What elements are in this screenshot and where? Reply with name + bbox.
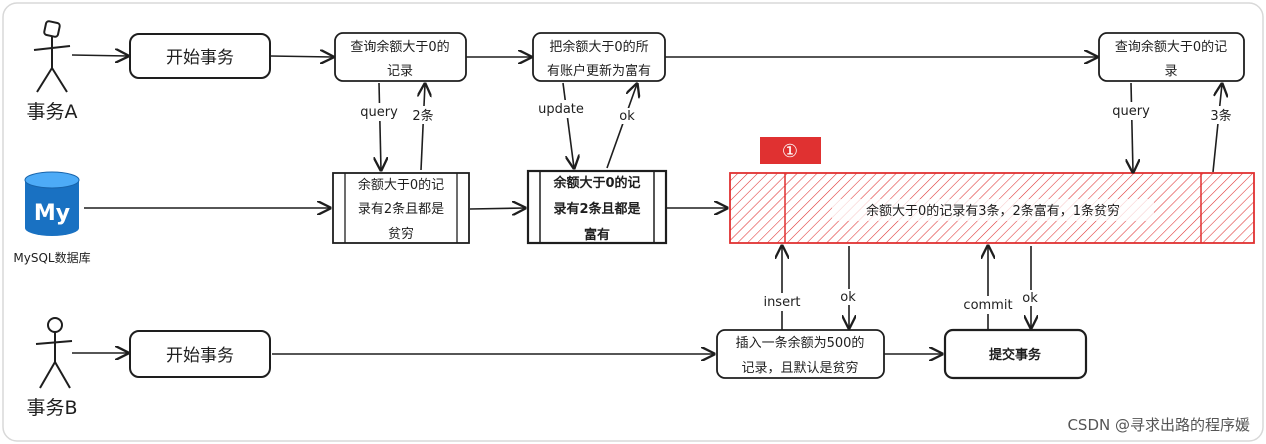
svg-text:记录: 记录 (387, 64, 413, 79)
svg-text:查询余额大于0的: 查询余额大于0的 (350, 39, 449, 55)
actor-a-label: 事务A (27, 101, 78, 123)
svg-text:录: 录 (1164, 64, 1177, 79)
svg-text:余额大于0的记录有3条，2条富有，1条贫穷: 余额大于0的记录有3条，2条富有，1条贫穷 (866, 203, 1120, 219)
edge-label-insert: insert (763, 295, 800, 310)
box-b-insert: 插入一条余额为500的 记录，且默认是贫穷 (716, 329, 885, 379)
db-state-1: 余额大于0的记 录有2条且都是 贫穷 (332, 172, 470, 244)
svg-text:开始事务: 开始事务 (166, 346, 234, 366)
svg-text:余额大于0的记: 余额大于0的记 (552, 175, 640, 191)
db-state-3-highlight: 余额大于0的记录有3条，2条富有，1条贫穷 (729, 172, 1255, 244)
box-b-begin: 开始事务 (129, 330, 271, 378)
database-caption: MySQL数据库 (13, 250, 90, 265)
edge-label-three-rows: 3条 (1210, 108, 1231, 124)
svg-text:富有: 富有 (584, 227, 610, 243)
edge-label-update: update (538, 102, 584, 117)
svg-text:贫穷: 贫穷 (388, 226, 414, 242)
database-logo-text: My (34, 201, 70, 226)
step-marker-badge: ① (760, 137, 821, 164)
edge-labels: query 2条 update ok query 3条 insert ok co… (355, 100, 1236, 314)
edge-label-query-1: query (360, 105, 398, 120)
watermark-text: CSDN @寻求出路的程序媛 (1067, 416, 1250, 434)
svg-text:提交事务: 提交事务 (989, 347, 1042, 363)
row-a-connectors (71, 55, 1097, 57)
box-b-commit: 提交事务 (943, 328, 1088, 380)
edge-label-ok-b1: ok (840, 290, 856, 305)
actor-b-stick-figure (35, 317, 73, 389)
svg-text:录有2条且都是: 录有2条且都是 (553, 201, 641, 217)
edge-label-query-2: query (1112, 104, 1150, 119)
box-a-update: 把余额大于0的所 有账户更新为富有 (532, 32, 666, 82)
vertical-arrows (379, 83, 1222, 330)
box-a-begin: 开始事务 (129, 33, 271, 79)
svg-text:插入一条余额为500的: 插入一条余额为500的 (736, 335, 865, 351)
actor-b-label: 事务B (26, 397, 77, 419)
box-a-query2: 查询余额大于0的记 录 (1098, 32, 1245, 82)
edge-label-ok-b2: ok (1022, 291, 1038, 306)
edge-label-two-rows: 2条 (412, 108, 433, 124)
actor-a-stick-figure (33, 20, 71, 93)
db-row-connectors (84, 208, 727, 209)
row-b-connectors (72, 353, 942, 354)
svg-text:记录，且默认是贫穷: 记录，且默认是贫穷 (741, 360, 858, 376)
db-state-2: 余额大于0的记 录有2条且都是 富有 (526, 169, 668, 245)
svg-text:查询余额大于0的记: 查询余额大于0的记 (1115, 39, 1227, 55)
edge-label-ok-a: ok (619, 109, 635, 124)
svg-text:①: ① (782, 141, 798, 162)
box-a-query1: 查询余额大于0的 记录 (334, 32, 467, 82)
svg-text:录有2条且都是: 录有2条且都是 (358, 201, 444, 217)
edge-label-commit: commit (963, 298, 1012, 313)
database-icon: My (24, 171, 80, 236)
svg-text:余额大于0的记: 余额大于0的记 (358, 177, 444, 193)
svg-text:把余额大于0的所: 把余额大于0的所 (549, 39, 648, 55)
svg-text:有账户更新为富有: 有账户更新为富有 (547, 63, 651, 79)
svg-text:开始事务: 开始事务 (166, 48, 234, 68)
